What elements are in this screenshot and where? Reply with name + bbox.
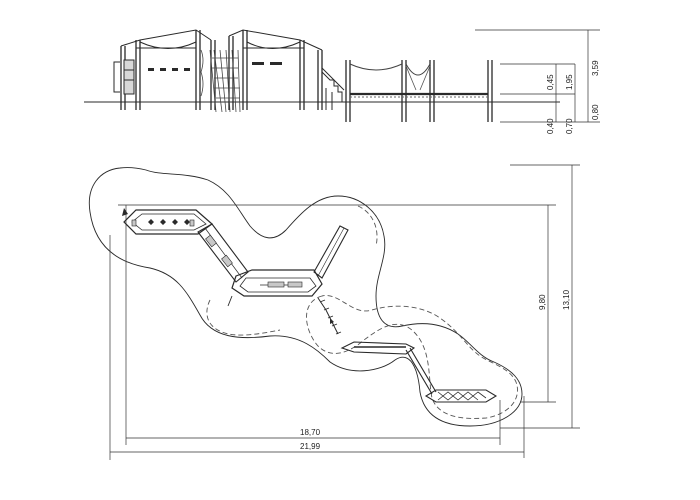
safety-zone-outline bbox=[88, 167, 523, 427]
inner-dashed-arc-right bbox=[357, 205, 378, 247]
plan-view bbox=[88, 164, 580, 460]
tower-posts bbox=[120, 30, 323, 110]
rope-bridge-plan-diagonal bbox=[405, 347, 437, 395]
plan-dimension-labels: 18,70 21,99 9,80 13,10 bbox=[300, 289, 571, 451]
climbing-nets bbox=[200, 49, 241, 113]
slide-left bbox=[113, 59, 135, 95]
slide-plan bbox=[313, 225, 349, 279]
rope-bridge bbox=[345, 60, 493, 122]
tower-platform-1 bbox=[122, 208, 213, 235]
rope-bridge-plan-2 bbox=[424, 389, 498, 403]
rope-bridge-plan-1 bbox=[340, 341, 416, 355]
dim-label-045: 0,45 bbox=[546, 74, 555, 90]
dim-label-070: 0,70 bbox=[565, 118, 574, 134]
stair-plan bbox=[317, 297, 342, 335]
tower-platform-2 bbox=[227, 269, 323, 307]
dim-label-height-inner: 9,80 bbox=[538, 294, 547, 310]
plan-dimension-lines bbox=[109, 164, 580, 460]
diagonal-walkway bbox=[197, 223, 249, 283]
dim-label-040: 0,40 bbox=[546, 118, 555, 134]
dim-label-359: 3,59 bbox=[591, 60, 600, 76]
roof-frames bbox=[120, 29, 323, 51]
dim-label-width-inner: 18,70 bbox=[300, 428, 321, 437]
side-elevation-view bbox=[84, 29, 600, 123]
elevation-dimension-labels: 0,45 1,95 3,59 0,40 0,70 0,80 bbox=[546, 60, 600, 134]
inner-dashed-arc bbox=[206, 299, 281, 336]
panel-markings bbox=[148, 62, 282, 71]
dim-label-width-outer: 21,99 bbox=[300, 442, 321, 451]
dim-label-height-outer: 13,10 bbox=[562, 289, 571, 310]
staircase bbox=[321, 67, 345, 110]
inner-safety-zone-dashed bbox=[306, 295, 518, 419]
dim-label-080: 0,80 bbox=[591, 104, 600, 120]
dim-label-195: 1,95 bbox=[565, 74, 574, 90]
elevation-dimension-lines bbox=[475, 29, 600, 123]
